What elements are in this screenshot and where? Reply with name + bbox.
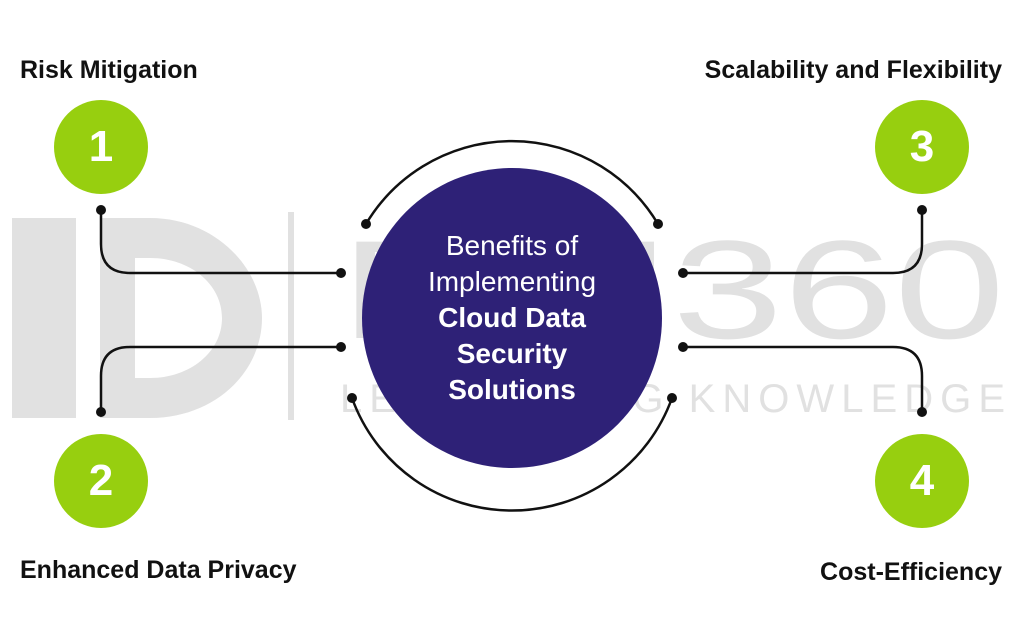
arc-top: [364, 139, 660, 225]
dot-arc-top-left: [361, 219, 371, 229]
watermark-divider: [288, 212, 294, 420]
dot-arc-top-right: [653, 219, 663, 229]
hub-title-line-3: Cloud Data: [438, 302, 586, 333]
benefit-4-label: Cost-Efficiency: [820, 558, 1002, 586]
benefit-2-number: 2: [88, 456, 114, 505]
arc-bottom: [350, 397, 674, 512]
connector-4: [683, 345, 924, 412]
connector-1: [99, 210, 341, 275]
central-hub-circle: Benefits of Implementing Cloud Data Secu…: [362, 168, 662, 468]
dot-2-bottom: [96, 407, 106, 417]
dot-4-bottom: [917, 407, 927, 417]
benefit-2-number-badge: 2: [54, 434, 148, 528]
dot-2-start: [336, 342, 346, 352]
benefit-3-number: 3: [909, 122, 935, 171]
hub-title-line-4: Security: [456, 338, 568, 369]
hub-title-line-5: Solutions: [448, 374, 576, 405]
dot-arc-bottom-left: [347, 393, 357, 403]
connector-3: [683, 210, 924, 275]
hub-title-line-2: Implementing: [427, 266, 597, 297]
benefit-1-label: Risk Mitigation: [20, 56, 198, 84]
connector-2: [99, 345, 341, 412]
dot-3-top: [917, 205, 927, 215]
hub-title-line-1: Benefits of: [445, 230, 579, 261]
dot-1-top: [96, 205, 106, 215]
dot-4-start: [678, 342, 688, 352]
watermark-emblem: [12, 218, 262, 418]
benefit-3-number-badge: 3: [875, 100, 969, 194]
benefit-4-number: 4: [909, 456, 935, 505]
dot-arc-bottom-right: [667, 393, 677, 403]
benefit-3-label: Scalability and Flexibility: [704, 56, 1002, 84]
benefit-1-number: 1: [88, 122, 114, 171]
benefit-2-label: Enhanced Data Privacy: [20, 556, 297, 584]
dot-3-end: [678, 268, 688, 278]
benefit-1-number-badge: 1: [54, 100, 148, 194]
dot-1-end: [336, 268, 346, 278]
benefit-4-number-badge: 4: [875, 434, 969, 528]
